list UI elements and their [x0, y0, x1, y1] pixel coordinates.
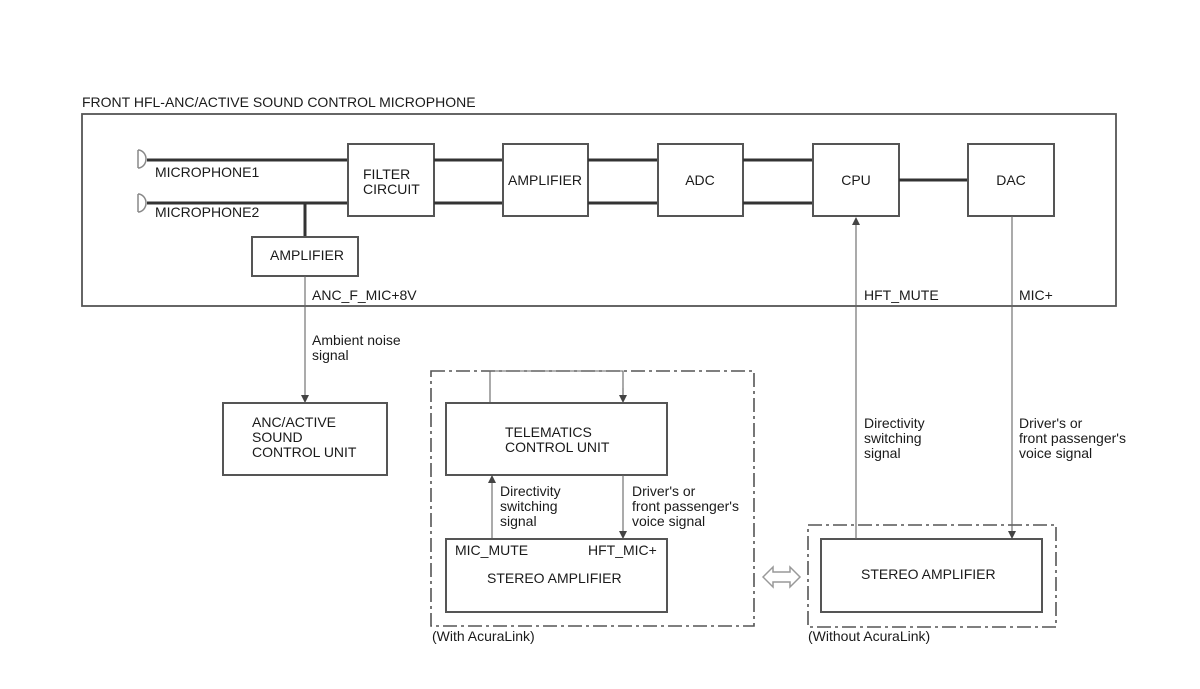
dac-label: DAC — [996, 172, 1026, 188]
voice-label-2: front passenger's — [1019, 430, 1126, 446]
anc-unit-label-2: SOUND — [252, 429, 303, 445]
module-title: FRONT HFL-ANC/ACTIVE SOUND CONTROL MICRO… — [82, 94, 476, 110]
tcu-bus-line — [489, 370, 624, 403]
filter-circuit-box — [347, 143, 435, 217]
microphone2-label: MICROPHONE2 — [155, 204, 259, 220]
voice-label-1: Driver's or — [1019, 415, 1083, 431]
mic-plus-terminal: MIC+ — [1019, 287, 1053, 303]
anc-power-terminal: ANC_F_MIC+8V — [312, 287, 417, 303]
stereo-amp-with-label: STEREO AMPLIFIER — [487, 570, 622, 586]
microphone-module-frame — [81, 113, 1117, 307]
microphone1-label: MICROPHONE1 — [155, 164, 259, 180]
tcu-label-1: TELEMATICS — [505, 424, 592, 440]
mic-mute-terminal: MIC_MUTE — [455, 542, 528, 558]
hft-mute-terminal: HFT_MUTE — [864, 287, 939, 303]
ambient-signal-label-1: Ambient noise — [312, 332, 401, 348]
double-arrow-icon — [761, 565, 802, 589]
directivity-label-1: Directivity — [864, 415, 925, 431]
directivity-label-3: signal — [864, 445, 901, 461]
cpu-label: CPU — [841, 172, 871, 188]
directivity-label-2: switching — [864, 430, 922, 446]
amplifier-box — [502, 143, 589, 217]
stereo-amp-without-label: STEREO AMPLIFIER — [861, 566, 996, 582]
without-acuralink-caption: (Without AcuraLink) — [808, 628, 930, 644]
adc-box — [657, 143, 744, 217]
anc-unit-label-3: CONTROL UNIT — [252, 444, 357, 460]
ambient-signal-label-2: signal — [312, 347, 349, 363]
tcu-directivity-label-3: signal — [500, 513, 537, 529]
dac-box — [967, 143, 1055, 217]
tcu-voice-label-1: Driver's or — [632, 483, 696, 499]
tcu-label-2: CONTROL UNIT — [505, 439, 610, 455]
hft-mic-terminal: HFT_MIC+ — [588, 542, 657, 558]
adc-label: ADC — [685, 172, 715, 188]
mic-amplifier-label: AMPLIFIER — [270, 247, 344, 263]
tcu-voice-label-2: front passenger's — [632, 498, 739, 514]
voice-label-3: voice signal — [1019, 445, 1092, 461]
with-acuralink-caption: (With AcuraLink) — [432, 628, 535, 644]
tcu-directivity-label-1: Directivity — [500, 483, 561, 499]
amplifier-label: AMPLIFIER — [508, 172, 582, 188]
filter-circuit-label-1: FILTER — [363, 166, 410, 182]
stereo-amplifier-with-acuralink-box — [445, 538, 668, 613]
tcu-directivity-label-2: switching — [500, 498, 558, 514]
microphone1-icon — [137, 149, 147, 169]
anc-control-unit-box — [222, 402, 388, 476]
mic-amplifier-box — [251, 236, 359, 277]
tcu-voice-label-3: voice signal — [632, 513, 705, 529]
stereo-amplifier-without-acuralink-box — [820, 538, 1043, 613]
anc-unit-label-1: ANC/ACTIVE — [252, 414, 336, 430]
microphone2-icon — [137, 193, 147, 213]
filter-circuit-label-2: CIRCUIT — [363, 181, 420, 197]
telematics-control-unit-box — [445, 402, 668, 476]
